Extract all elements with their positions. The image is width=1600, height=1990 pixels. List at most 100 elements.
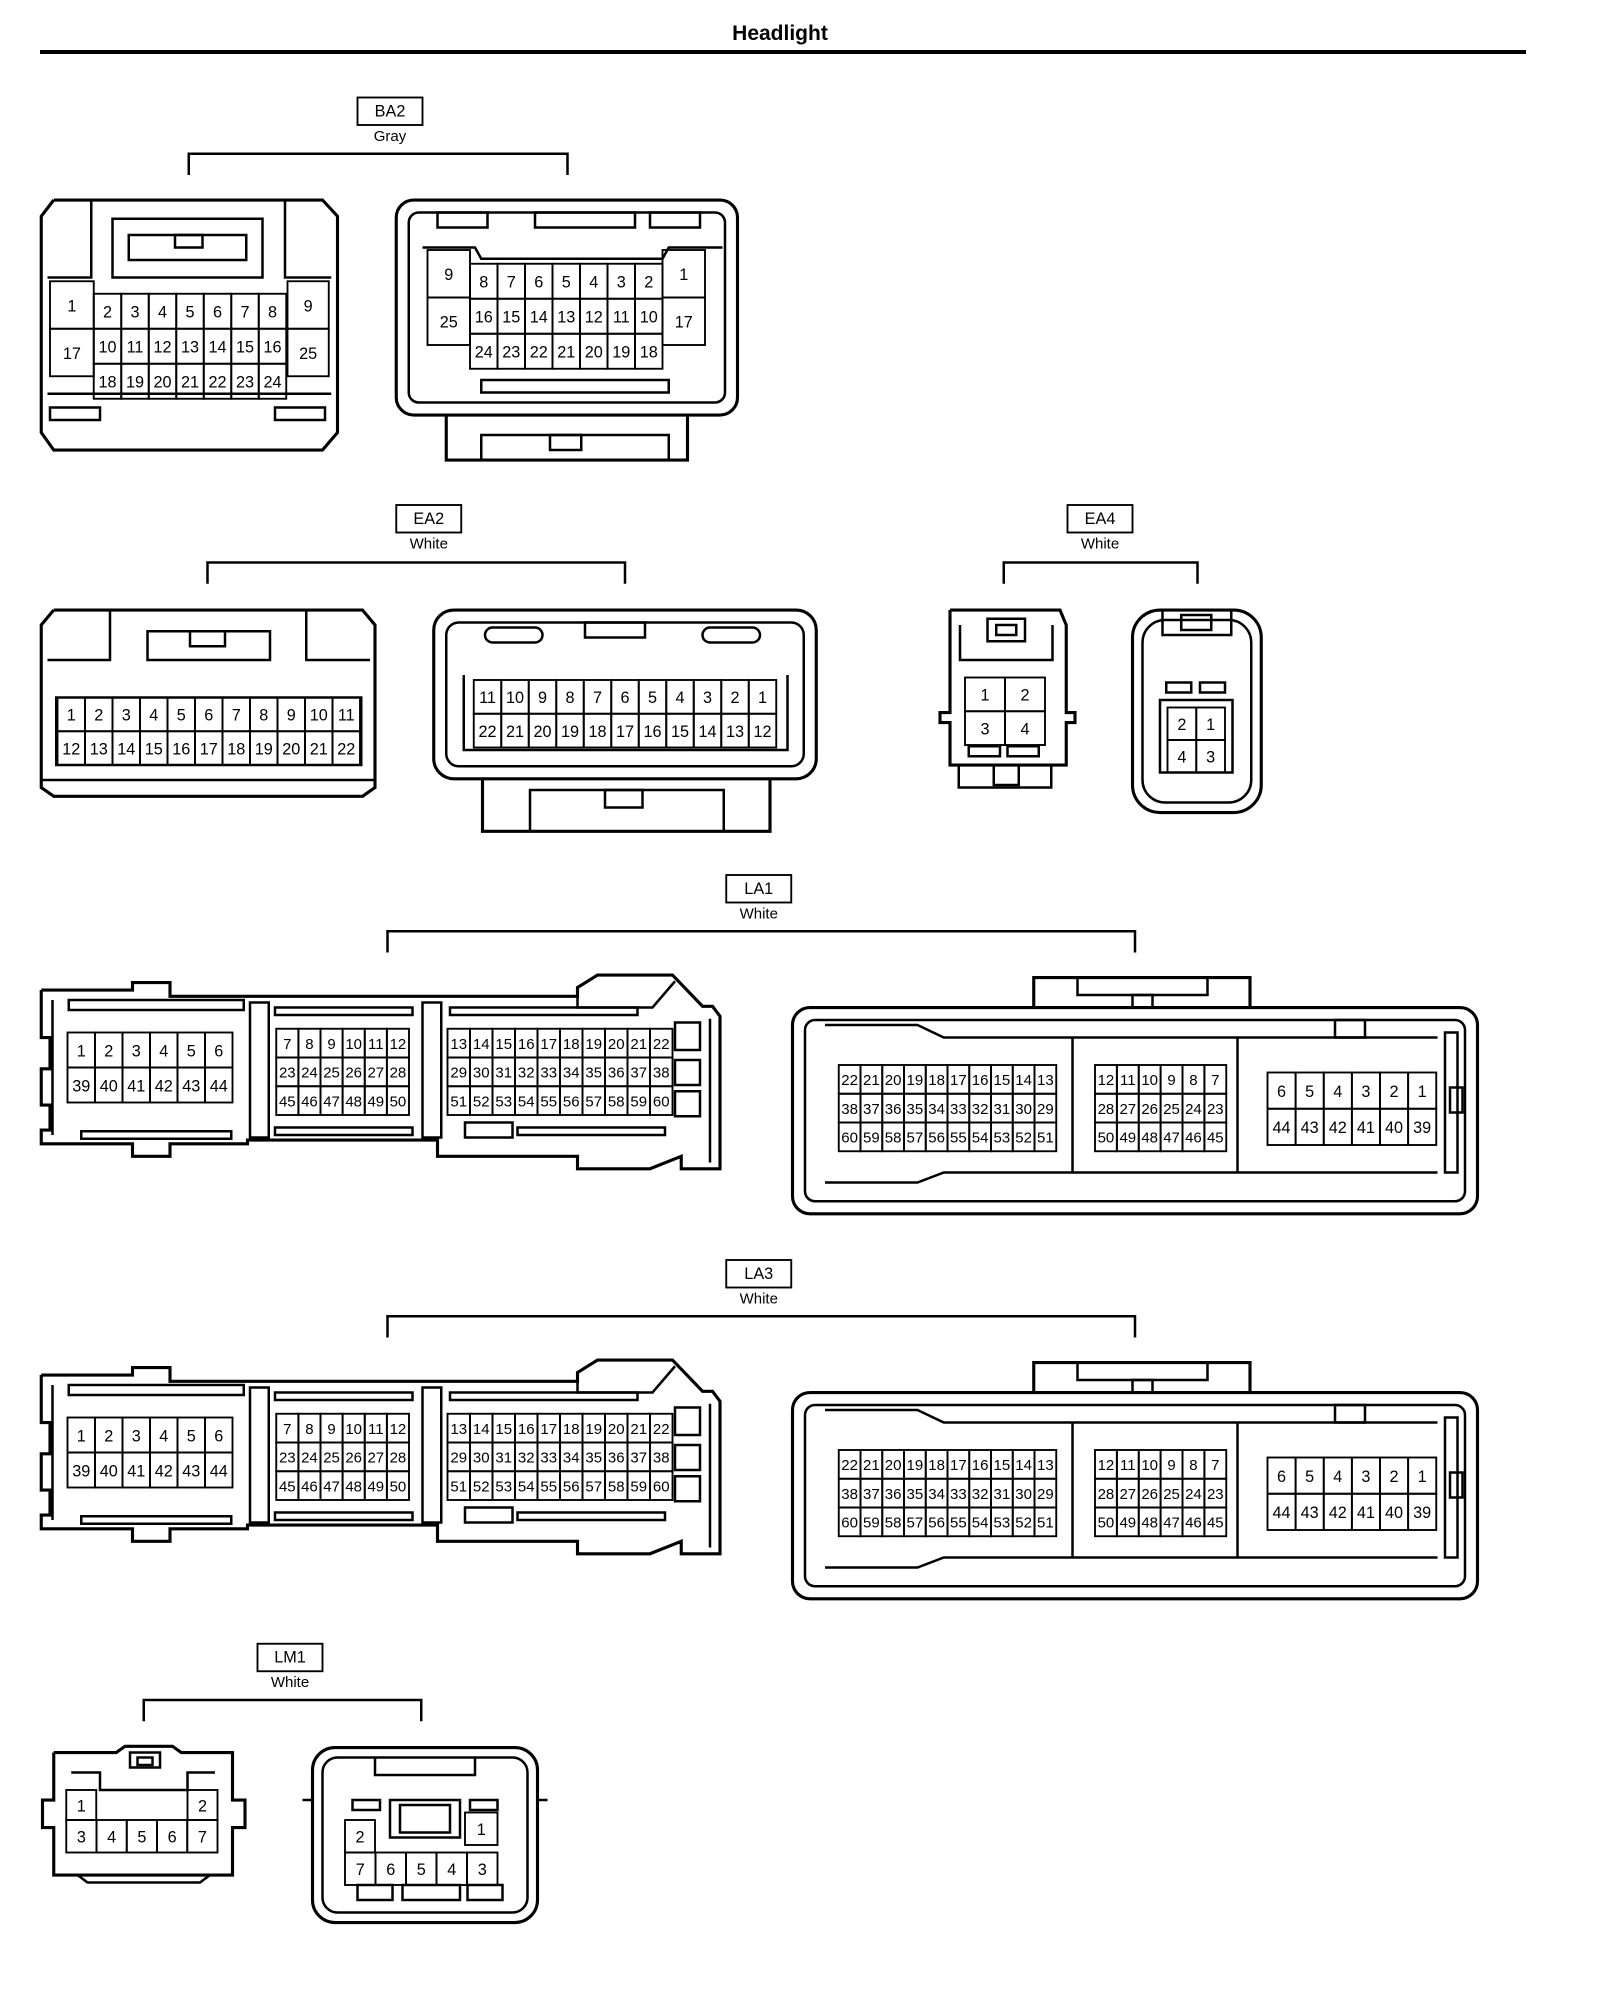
pin-cell: 20 [604, 1027, 629, 1059]
pin-number: 57 [585, 1478, 602, 1495]
pin-number: 5 [562, 274, 571, 292]
pin-number: 18 [227, 740, 245, 758]
housing-part [533, 211, 637, 229]
pin-cell: 1 [1407, 1071, 1438, 1110]
pin-number: 46 [1185, 1130, 1202, 1147]
pin-number: 56 [563, 1093, 580, 1110]
pin-cell: 11 [472, 679, 503, 715]
pin-cell: 35 [903, 1477, 927, 1509]
pin-cell: 12 [579, 297, 609, 335]
pin-number: 44 [1273, 1504, 1291, 1522]
pin-number: 15 [994, 1457, 1011, 1474]
pin-cell: 18 [559, 1412, 584, 1444]
housing-part [1333, 1018, 1367, 1039]
pin-number: 38 [841, 1101, 858, 1118]
pin-cell: 14 [111, 730, 141, 766]
housing-part [111, 217, 264, 279]
pin-cell: 21 [859, 1064, 884, 1095]
pin-number: 14 [698, 723, 716, 741]
connector-color: White [1081, 535, 1119, 552]
pin-number: 30 [1015, 1486, 1032, 1503]
pin-number: 34 [563, 1450, 580, 1467]
pin-number: 11 [368, 1421, 384, 1438]
pin-cell: 7 [275, 1027, 300, 1059]
pin-number: 15 [502, 309, 520, 327]
pin-number: 42 [1329, 1504, 1347, 1522]
housing-part [1161, 608, 1233, 637]
pin-cell: 28 [385, 1441, 410, 1473]
pin-cell: 4 [1322, 1071, 1353, 1110]
pin-cell: 50 [385, 1470, 410, 1501]
pin-cell: 25 [319, 1441, 344, 1473]
pin-cell: 29 [446, 1441, 471, 1473]
pin-number: 50 [390, 1093, 407, 1110]
pin-number: 7 [283, 1421, 291, 1438]
pin-number: 21 [181, 374, 199, 392]
pin-number: 1 [77, 1797, 86, 1815]
pin-cell: 10 [634, 297, 664, 335]
pin-number: 6 [168, 1829, 177, 1847]
pin-number: 6 [1277, 1083, 1286, 1101]
housing-part [1165, 681, 1193, 694]
pin-number: 36 [885, 1486, 902, 1503]
housing-part [398, 1803, 452, 1834]
pin-cell: 23 [275, 1441, 300, 1473]
pin-number: 44 [210, 1462, 228, 1480]
pin-cell: 46 [297, 1470, 322, 1501]
pin-cell: 14 [202, 327, 233, 365]
pin-cell: 5 [176, 1416, 206, 1454]
pin-number: 54 [518, 1478, 535, 1495]
pin-cell: 50 [385, 1085, 410, 1116]
pin-cell: 2 [92, 292, 123, 330]
housing-part [1443, 1031, 1459, 1174]
pin-number: 43 [182, 1462, 200, 1480]
pin-cell: 6 [374, 1851, 407, 1886]
pin-number: 20 [153, 374, 171, 392]
pin-number: 38 [653, 1065, 670, 1082]
housing-part [356, 1883, 394, 1902]
pin-cell: 20 [604, 1412, 629, 1444]
pin-number: 25 [323, 1065, 340, 1082]
housing-part [436, 211, 489, 229]
pin-number: 53 [495, 1093, 512, 1110]
pin-cell: 44 [1266, 1107, 1297, 1146]
pin-cell: 52 [1011, 1506, 1036, 1538]
pin-cell: 25 [1159, 1092, 1184, 1124]
pin-number: 10 [310, 707, 328, 725]
pin-cell: 3 [964, 710, 1006, 746]
pin-cell: 53 [491, 1470, 516, 1501]
pin-number: 53 [994, 1515, 1011, 1532]
pin-number: 9 [327, 1036, 335, 1053]
pin-cell: 10 [1137, 1064, 1162, 1095]
pin-cell: 15 [230, 327, 260, 365]
housing-outline [310, 1745, 540, 1925]
pin-number: 39 [1413, 1504, 1431, 1522]
pin-number: 30 [473, 1450, 490, 1467]
pin-cell: 6 [156, 1819, 189, 1854]
pin-number: 34 [928, 1101, 945, 1118]
pin-cell: 1 [661, 249, 706, 299]
pin-cell: 17 [946, 1064, 971, 1095]
pin-number: 28 [1098, 1101, 1115, 1118]
pin-cell: 58 [604, 1470, 629, 1501]
pin-cell: 12 [1094, 1064, 1118, 1095]
pin-cell: 3 [121, 1031, 151, 1069]
connector-bracket [206, 561, 627, 584]
pin-number: 8 [259, 707, 268, 725]
pin-cell: 1 [747, 679, 778, 715]
pin-number: 24 [263, 374, 281, 392]
pin-cell: 24 [297, 1056, 322, 1088]
pin-number: 7 [593, 689, 602, 707]
housing-part [48, 406, 102, 422]
pin-cell: 12 [147, 327, 178, 365]
pin-cell: 57 [581, 1470, 606, 1501]
pin-cell: 7 [275, 1412, 300, 1444]
pin-cell: 38 [649, 1056, 674, 1088]
pin-cell: 43 [1294, 1107, 1325, 1146]
pin-number: 8 [1189, 1072, 1197, 1089]
pin-number: 46 [1185, 1515, 1202, 1532]
pin-cell: 32 [968, 1092, 992, 1124]
